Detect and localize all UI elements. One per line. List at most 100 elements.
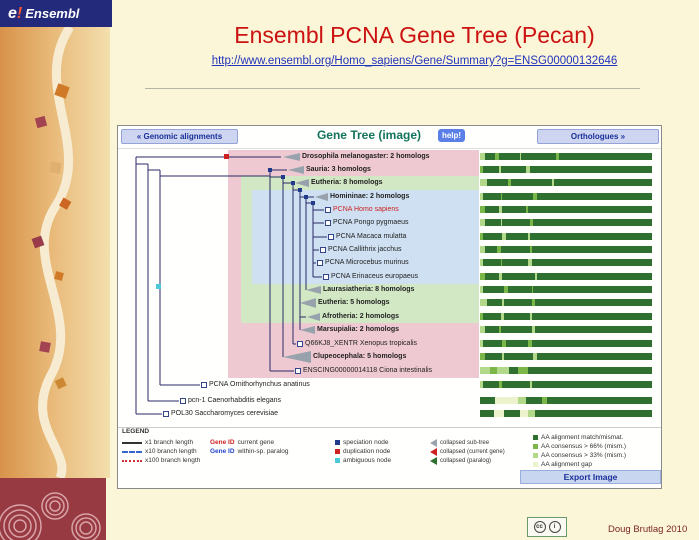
tree-label: PCNA Microcebus murinus: [325, 258, 409, 266]
tree-label: PCNA Callithrix jacchus: [328, 245, 402, 253]
tree-label: PCNA Homo sapiens: [333, 205, 399, 213]
legend-item: AA consensus > 66% (mism.): [533, 442, 626, 451]
collapsed-subtree-icon: [288, 165, 304, 174]
aa-color-swatch: [533, 435, 538, 440]
collapsed-clade-row[interactable]: Homininae: 2 homologs: [315, 191, 409, 202]
gene-leaf-row[interactable]: PCNA Microcebus murinus: [317, 257, 409, 268]
collapsed-triangle-icon: [430, 447, 437, 456]
tree-label: Marsupialia: 2 homologs: [317, 325, 400, 333]
tree-label: pcn-1 Caenorhabditis elegans: [188, 396, 282, 404]
legend-aa-alignment: AA alignment match/mismat.AA consensus >…: [533, 433, 626, 469]
cc-license-badge[interactable]: cc i: [527, 517, 567, 537]
gene-node-icon: [201, 381, 207, 388]
legend-item: x100 branch length: [122, 456, 200, 465]
collapsed-clade-row[interactable]: Sauria: 3 homologs: [288, 164, 371, 175]
orthologues-button[interactable]: Orthologues »: [537, 129, 659, 144]
collapsed-clade-row[interactable]: Laurasiatheria: 8 homologs: [306, 284, 414, 295]
gene-tree-image-title: Gene Tree (image): [316, 128, 422, 142]
collapsed-clade-row[interactable]: Clupeocephala: 5 homologs: [283, 350, 407, 363]
export-image-button[interactable]: Export Image: [520, 470, 661, 484]
gene-id-glyph: Gene ID: [210, 439, 235, 446]
tree-label: Afrotheria: 2 homologs: [322, 312, 400, 320]
alignment-bar: [480, 326, 652, 333]
collapsed-subtree-icon: [283, 350, 311, 363]
tree-label: PCNA Erinaceus europaeus: [331, 272, 419, 280]
legend-item: AA alignment gap: [533, 460, 626, 469]
collapsed-subtree-icon: [300, 297, 316, 308]
genomic-alignments-button[interactable]: « Genomic alignments: [121, 129, 238, 144]
tree-label: PCNA Pongo pygmaeus: [333, 218, 409, 226]
aa-color-swatch: [533, 444, 538, 449]
alignment-bar: [480, 206, 652, 213]
ensembl-logo-bar: e! Ensembl: [0, 0, 112, 27]
alignment-bar: [480, 313, 652, 320]
gene-leaf-row[interactable]: PCNA Ornithorhynchus anatinus: [201, 379, 310, 390]
nav-separator: [118, 148, 661, 149]
legend-item: collapsed (current gene): [430, 447, 505, 456]
alignment-bar: [480, 410, 652, 417]
collapsed-clade-row[interactable]: Afrotheria: 2 homologs: [307, 311, 399, 322]
tree-label: Q66KJ8_XENTR Xenopus tropicalis: [305, 339, 418, 347]
page-title: Ensembl PCNA Gene Tree (Pecan): [234, 22, 595, 48]
logo-e-letter: e: [8, 4, 17, 22]
decorative-spiral-square: [0, 478, 106, 540]
credit-text: Doug Brutlag 2010: [608, 524, 688, 535]
tree-label: PCNA Ornithorhynchus anatinus: [209, 380, 310, 388]
ensembl-url-link[interactable]: http://www.ensembl.org/Homo_sapiens/Gene…: [211, 55, 618, 67]
collapsed-clade-row[interactable]: Eutheria: 8 homologs: [295, 177, 383, 188]
gene-id-glyph: Gene ID: [210, 448, 235, 455]
legend-item: x1 branch length: [122, 438, 200, 447]
collapsed-subtree-icon: [300, 325, 315, 334]
collapsed-subtree-icon: [295, 178, 309, 187]
legend-item: collapsed sub-tree: [430, 438, 505, 447]
gene-leaf-row[interactable]: PCNA Pongo pygmaeus: [325, 217, 409, 228]
alignment-bar: [480, 193, 652, 200]
gene-leaf-row[interactable]: PCNA Erinaceus europaeus: [323, 271, 418, 282]
node-color-swatch: [335, 440, 340, 445]
alignment-bar: [480, 340, 652, 347]
legend-item: x10 branch length: [122, 447, 200, 456]
help-button[interactable]: help!: [438, 129, 465, 142]
gene-node-icon: [325, 206, 331, 213]
tree-label: ENSCING00000014118 Ciona intestinalis: [303, 366, 433, 374]
legend-title: LEGEND: [122, 428, 150, 435]
tree-label: Laurasiatheria: 8 homologs: [323, 285, 415, 293]
tree-label: Clupeocephala: 5 homologs: [313, 352, 407, 360]
tree-label: PCNA Macaca mulatta: [336, 232, 407, 240]
collapsed-clade-row[interactable]: Eutheria: 5 homologs: [300, 297, 390, 308]
gene-leaf-row[interactable]: PCNA Homo sapiens: [325, 204, 399, 215]
collapsed-clade-row[interactable]: Drosophila melanogaster: 2 homologs: [283, 151, 430, 162]
tree-label: Eutheria: 5 homologs: [318, 298, 390, 306]
gene-leaf-row[interactable]: PCNA Callithrix jacchus: [320, 244, 402, 255]
gene-leaf-row[interactable]: ENSCING00000014118 Ciona intestinalis: [295, 365, 432, 376]
gene-leaf-row[interactable]: pcn-1 Caenorhabditis elegans: [180, 395, 281, 406]
gene-leaf-row[interactable]: Q66KJ8_XENTR Xenopus tropicalis: [297, 338, 417, 349]
alignment-bar: [480, 381, 652, 388]
gene-leaf-row[interactable]: PCNA Macaca mulatta: [328, 231, 406, 242]
alignment-bar: [480, 166, 652, 173]
gene-node-icon: [323, 273, 329, 280]
alignment-bar: [480, 367, 652, 374]
gene-leaf-row[interactable]: POL30 Saccharomyces cerevisiae: [163, 408, 278, 419]
legend-item: AA alignment match/mismat.: [533, 433, 626, 442]
decorative-sidebar: [0, 24, 110, 480]
divider: [145, 88, 640, 89]
logo-bang: !: [16, 4, 23, 22]
tree-label: Drosophila melanogaster: 2 homologs: [302, 152, 430, 160]
tree-label: Eutheria: 8 homologs: [311, 178, 383, 186]
alignment-bar: [480, 246, 652, 253]
aa-color-swatch: [533, 462, 538, 467]
gene-node-icon: [180, 397, 186, 404]
branch-line-glyph: [122, 441, 142, 444]
collapsed-subtree-icon: [283, 152, 300, 161]
alignment-bar: [480, 259, 652, 266]
gene-node-icon: [295, 367, 301, 374]
branch-line-glyph: [122, 450, 142, 453]
legend-item: ambiguous node: [335, 456, 391, 465]
tree-label: Homininae: 2 homologs: [330, 192, 410, 200]
gene-node-icon: [163, 410, 169, 417]
collapsed-clade-row[interactable]: Marsupialia: 2 homologs: [300, 324, 399, 335]
